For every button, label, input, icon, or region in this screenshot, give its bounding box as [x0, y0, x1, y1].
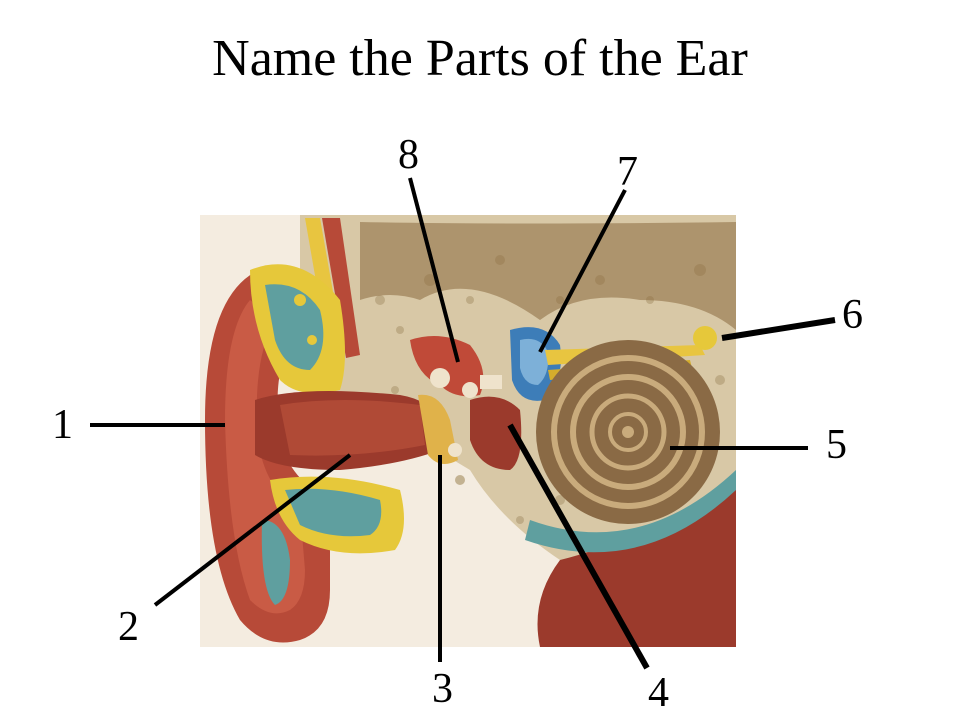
semicircular-canals	[510, 327, 561, 401]
leader-line-6	[721, 317, 836, 341]
fat-cartilage-upper	[250, 264, 345, 394]
label-5: 5	[826, 422, 847, 468]
leader-line-8	[408, 177, 460, 363]
ear-illustration	[200, 215, 736, 647]
leader-lines	[90, 177, 836, 670]
page-title: Name the Parts of the Ear	[212, 30, 748, 87]
label-3: 3	[432, 666, 453, 712]
leader-line-4	[507, 423, 650, 670]
leader-line-7	[538, 189, 627, 353]
cochlea	[536, 340, 720, 524]
label-2: 2	[118, 604, 139, 650]
label-1: 1	[52, 402, 73, 448]
fat-cartilage-lower	[261, 476, 404, 605]
ossicles	[410, 336, 502, 457]
label-6: 6	[842, 292, 863, 338]
label-8: 8	[398, 132, 419, 178]
leader-line-2	[153, 453, 352, 607]
label-4: 4	[648, 670, 669, 716]
label-7: 7	[617, 149, 638, 195]
